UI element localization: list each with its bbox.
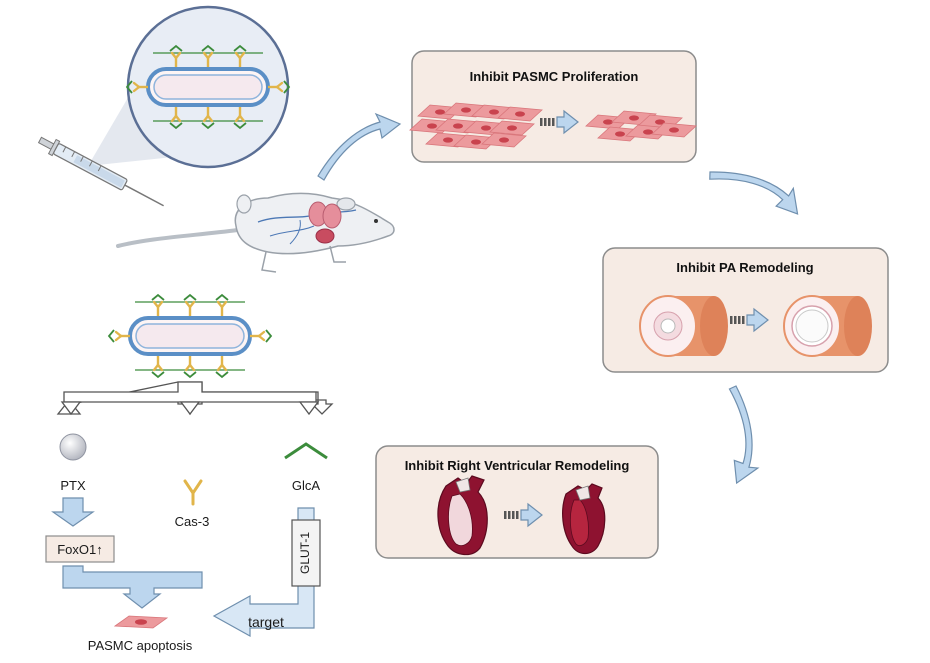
ptx-sphere-icon: [59, 433, 87, 461]
split-bracket: [56, 381, 334, 416]
heart-thin-icon: [562, 483, 606, 555]
rat-icon: [116, 192, 395, 273]
merge-bracket: [62, 565, 203, 609]
glca-label: GlcA: [292, 478, 321, 493]
cas3-icon: [183, 479, 203, 506]
arrow-to-pasmc: [317, 113, 401, 181]
vessel-thick-icon: [639, 295, 728, 357]
glut1-label: GLUT-1: [298, 532, 312, 574]
foxo1-box: [45, 535, 115, 563]
nanoparticle-icon: [109, 295, 271, 377]
heart-thick-icon: [437, 475, 488, 556]
pa-box: Inhibit PA Remodeling: [602, 247, 889, 373]
glut1-box: [291, 519, 321, 587]
foxo1-label: FoxO1↑: [57, 542, 103, 557]
ptx-label: PTX: [60, 478, 86, 493]
injection-scene: [37, 5, 395, 273]
mechanism-panel: PTX Cas-3 GlcA FoxO1↑ PASMC apoptosis GL…: [45, 295, 334, 653]
rv-box: Inhibit Right Ventricular Remodeling: [375, 445, 659, 559]
apoptosis-label: PASMC apoptosis: [88, 638, 193, 653]
arrow-to-pa: [706, 138, 807, 245]
ptx-down-arrow: [51, 497, 95, 527]
vessel-thin-icon: [783, 295, 872, 357]
arrow-to-rv: [688, 383, 790, 489]
pa-box-title: Inhibit PA Remodeling: [676, 260, 813, 275]
apoptosis-cell-icon: [113, 615, 169, 629]
pasmc-box: Inhibit PASMC Proliferation: [409, 50, 697, 163]
pasmc-box-title: Inhibit PASMC Proliferation: [470, 69, 639, 84]
glca-icon: [284, 442, 328, 460]
target-label: target: [248, 614, 284, 630]
rv-box-title: Inhibit Right Ventricular Remodeling: [405, 458, 630, 473]
cas3-label: Cas-3: [175, 514, 210, 529]
syringe-icon: [37, 136, 164, 207]
